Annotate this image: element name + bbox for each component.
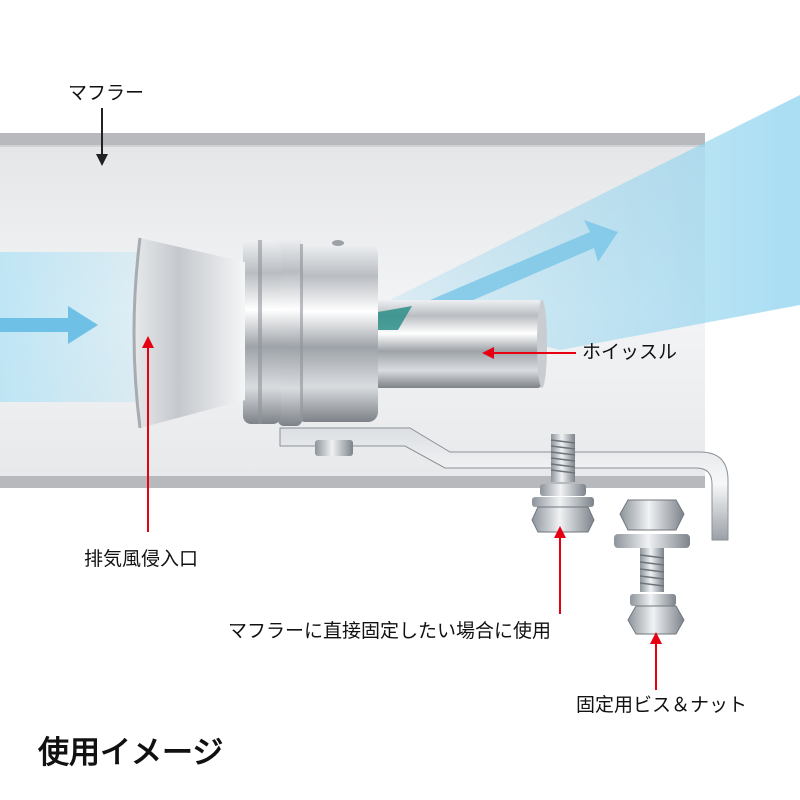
whistle-device — [132, 237, 547, 429]
muffler-arrow-icon — [96, 108, 108, 166]
direct-mount-arrow-icon — [554, 526, 566, 614]
intake-arrow-icon — [142, 336, 154, 532]
outflow-arrow-icon — [430, 220, 618, 316]
direct-mount-label: マフラーに直接固定したい場合に使用 — [228, 620, 552, 642]
mounting-bracket — [279, 427, 729, 541]
screw-nut-label: 固定用ビス＆ナット — [576, 694, 748, 716]
exhaust-inflow — [0, 252, 140, 402]
screw-and-nut — [614, 499, 690, 635]
whistle-label: ホイッスル — [582, 341, 678, 363]
screw-nut-arrow-icon — [650, 632, 662, 690]
mounting-bolt-upper — [531, 434, 595, 533]
usage-title: 使用イメージ — [38, 735, 224, 771]
muffler-label: マフラー — [68, 82, 145, 104]
inflow-arrow-icon — [0, 306, 98, 344]
intake-label: 排気風侵入口 — [84, 548, 199, 570]
whistle-arrow-icon — [482, 347, 576, 359]
exhaust-outflow — [380, 95, 800, 350]
